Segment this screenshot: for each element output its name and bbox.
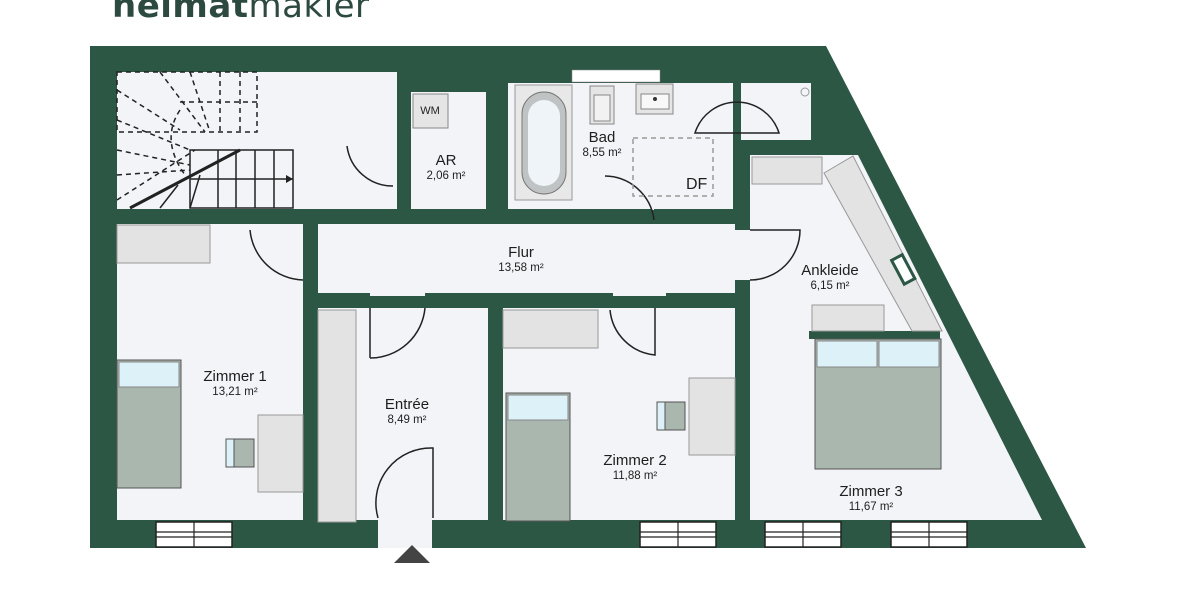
brand-logo: heimatmakler [112,0,370,26]
room-name: Zimmer 2 [603,452,667,469]
room-name: Zimmer 1 [203,368,267,385]
washing-machine-label: WM [420,105,440,117]
brand-bold: heimat [112,0,249,26]
entrance-arrow-icon [394,545,430,563]
room-area: 2,06 m² [426,170,466,182]
room-name: Bad [588,129,616,146]
door-arcs [249,101,801,519]
washing-machine [412,93,449,129]
room-name: Flur [508,244,534,261]
stair-arrow-icon [286,175,293,183]
room-area: 6,15 m² [810,280,850,292]
staircase [116,71,294,210]
room-area: 13,21 m² [212,386,258,398]
room-area: 8,55 m² [582,147,622,159]
room-name: Entrée [384,396,430,413]
room-area: 11,67 m² [848,501,894,513]
brand-light: makler [248,0,370,26]
dachfenster-label: DF [686,176,708,193]
room-name: Zimmer 3 [839,483,903,500]
room-area: 13,58 m² [498,262,544,274]
room-name: Ankleide [801,262,859,279]
dachfenster-outline [632,137,714,197]
beds [116,338,942,522]
room-name: AR [435,152,457,169]
room-area: 11,88 m² [612,470,658,482]
interior-walls [90,72,940,520]
room-area: 8,49 m² [387,414,427,426]
